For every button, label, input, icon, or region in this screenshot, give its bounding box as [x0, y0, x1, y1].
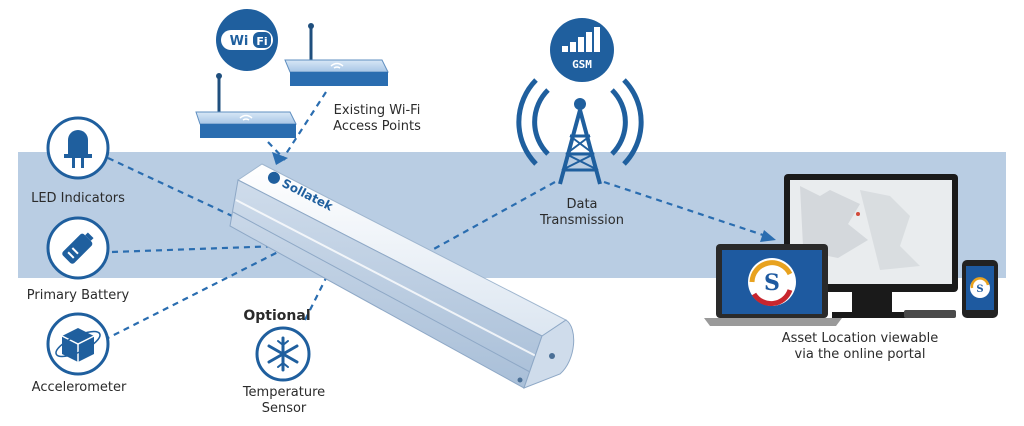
wifi-router-icon — [195, 73, 297, 138]
battery-icon — [46, 216, 110, 280]
phone-icon: S — [962, 260, 998, 318]
led-icon — [46, 116, 110, 180]
svg-text:S: S — [764, 270, 780, 296]
tracker-device: Sollatek — [229, 163, 575, 389]
wifi-router-icon — [284, 23, 389, 86]
wifi-badge: Wi Fi — [216, 9, 278, 71]
svg-text:S: S — [976, 284, 983, 295]
primary-battery-label: Primary Battery — [26, 288, 130, 303]
tower-connector — [431, 181, 556, 251]
router-lower-connector — [267, 141, 286, 161]
laptop-icon: S — [704, 244, 842, 326]
data-transmission-label: Data Transmission — [540, 197, 624, 228]
optional-label: Optional — [243, 308, 311, 324]
portal-connector — [603, 180, 773, 240]
keyboard-icon — [904, 310, 956, 318]
led-indicators-label: LED Indicators — [31, 191, 125, 206]
cell-tower-icon — [516, 78, 644, 185]
router-upper-connector — [281, 91, 327, 161]
snowflake-icon — [255, 326, 311, 382]
accelerometer-label: Accelerometer — [31, 380, 127, 395]
accelerometer-icon — [46, 312, 110, 376]
gsm-signal-icon: GSM — [550, 18, 614, 82]
svg-text:Wi: Wi — [230, 34, 249, 49]
asset-location-label: Asset Location viewable via the online p… — [781, 331, 939, 362]
accelerometer-connector — [103, 249, 283, 341]
arrow-heads — [272, 152, 776, 242]
battery-connector — [111, 244, 281, 254]
temperature-sensor-label: Temperature Sensor — [242, 385, 326, 416]
svg-text:GSM: GSM — [572, 58, 592, 71]
wifi-access-points-label: Existing Wi-Fi Access Points — [333, 103, 421, 134]
svg-text:Fi: Fi — [256, 35, 267, 48]
